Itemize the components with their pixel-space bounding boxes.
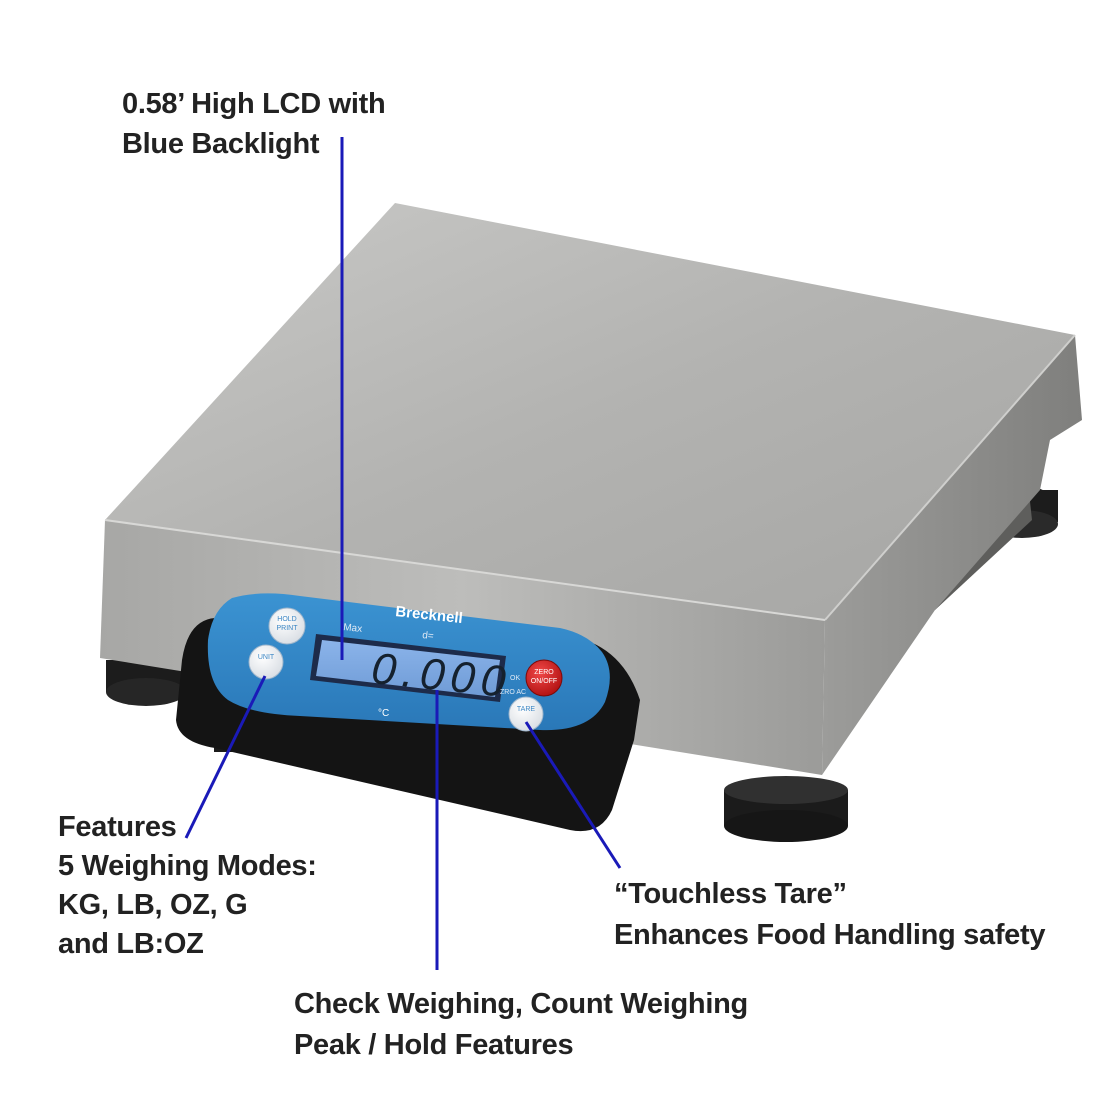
platter-side <box>822 335 1082 775</box>
zero-ac-label: ZRO AC <box>500 689 526 696</box>
leader-modes <box>184 675 267 839</box>
callout-weighing-modes: Features 5 Weighing Modes: KG, LB, OZ, G… <box>58 808 317 964</box>
callout-modes-line-1: Features <box>58 811 177 843</box>
callout-lcd-line-2: Blue Backlight <box>122 128 320 160</box>
callout-tare-line-2: Enhances Food Handling safety <box>614 919 1046 951</box>
callout-lcd-line-1: 0.58’ High LCD with <box>122 88 386 120</box>
callout-check-weighing: Check Weighing, Count Weighing Peak / Ho… <box>294 984 748 1066</box>
tare-button[interactable]: TARE <box>508 696 544 732</box>
ok-label: OK <box>510 675 520 682</box>
d-label: d= <box>422 630 435 642</box>
callout-tare-line-1: “Touchless Tare” <box>614 878 847 910</box>
svg-text:HOLD: HOLD <box>277 616 296 623</box>
callout-check-line-1: Check Weighing, Count Weighing <box>294 988 748 1020</box>
platter-top <box>105 203 1075 620</box>
zero-onoff-button[interactable]: ZERO ON/OFF <box>525 659 563 697</box>
svg-text:PRINT: PRINT <box>277 625 299 632</box>
callout-modes-line-4: and LB:OZ <box>58 928 204 960</box>
callout-modes-line-3: KG, LB, OZ, G <box>58 889 248 921</box>
brand-logo: Brecknell <box>395 603 464 627</box>
max-label: Max <box>343 622 363 635</box>
celsius-mark: °C <box>378 708 389 719</box>
callout-modes-line-2: 5 Weighing Modes: <box>58 850 317 882</box>
callout-check-line-2: Peak / Hold Features <box>294 1029 574 1061</box>
unit-button[interactable]: UNIT <box>248 644 284 680</box>
svg-text:UNIT: UNIT <box>258 654 275 661</box>
callout-lcd: 0.58’ High LCD with Blue Backlight <box>122 84 386 164</box>
leader-tare <box>524 721 622 869</box>
leader-lines <box>184 137 622 970</box>
callout-touchless-tare: “Touchless Tare” Enhances Food Handling … <box>614 874 1046 956</box>
svg-text:ON/OFF: ON/OFF <box>531 678 557 685</box>
svg-text:ZERO: ZERO <box>534 669 554 676</box>
hold-print-button[interactable]: HOLD PRINT <box>268 607 306 645</box>
svg-text:TARE: TARE <box>517 706 535 713</box>
